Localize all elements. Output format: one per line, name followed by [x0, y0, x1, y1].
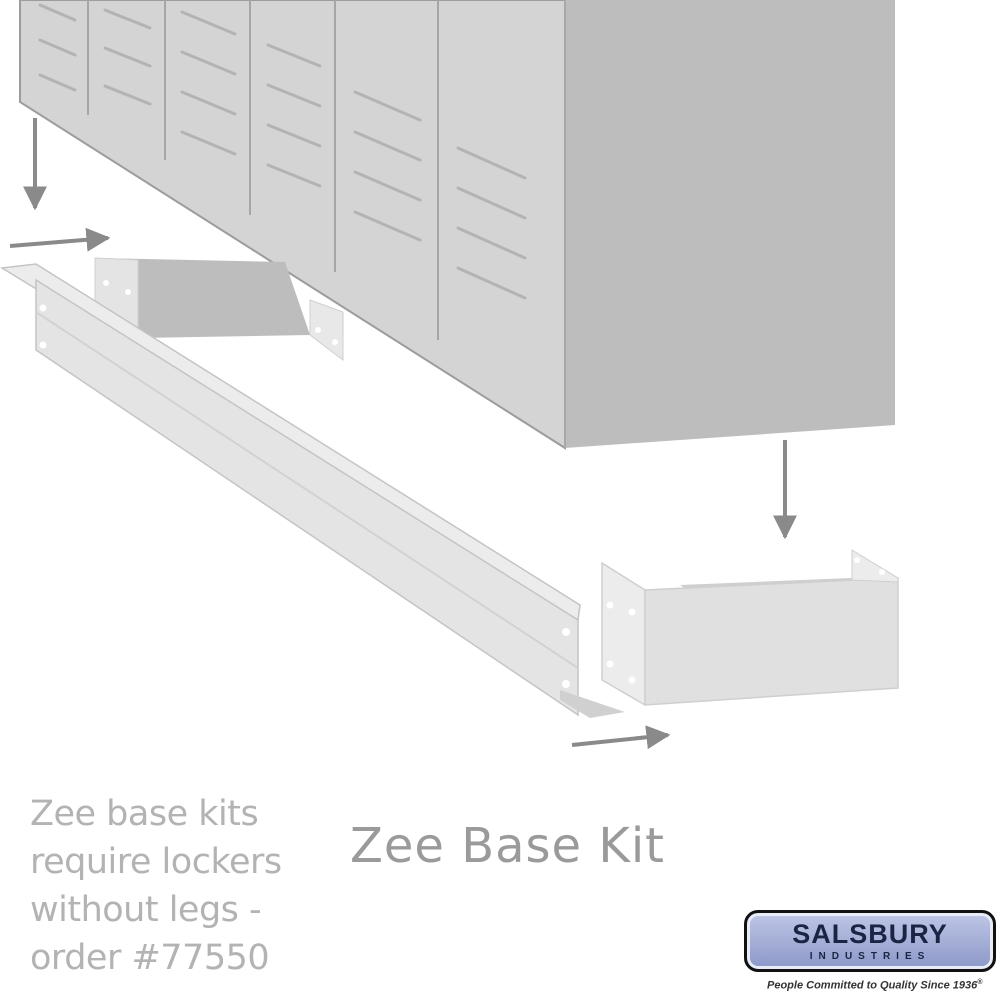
arrow-right-bottom: [571, 725, 671, 750]
locker-vents: [38, 3, 527, 300]
logo-brand-name: SALSBURY: [792, 919, 948, 949]
logo-brand-subtitle: INDUSTRIES: [809, 951, 931, 962]
locker-bank: [19, 0, 895, 450]
locker-side: [565, 0, 895, 448]
zee-rail: [0, 263, 625, 718]
requirement-note: Zee base kits require lockers without le…: [30, 790, 282, 982]
note-line-2: require lockers: [30, 842, 282, 882]
tagline-text: People Committed to Quality Since 1936: [767, 979, 978, 992]
note-line-3: without legs -: [30, 890, 262, 930]
arrow-right-top: [9, 227, 111, 252]
brand-tagline: People Committed to Quality Since 1936®: [767, 979, 982, 992]
note-line-1: Zee base kits: [30, 794, 259, 834]
locker-door-seams: [87, 0, 439, 340]
registered-mark: ®: [977, 979, 983, 986]
diagram-title: Zee Base Kit: [350, 818, 665, 874]
note-line-4: order #77550: [30, 938, 270, 978]
assembly-arrows: [9, 118, 797, 750]
rear-base-box: [94, 257, 344, 362]
salsbury-logo: SALSBURY INDUSTRIES: [744, 910, 996, 972]
front-base-box: [601, 549, 899, 707]
